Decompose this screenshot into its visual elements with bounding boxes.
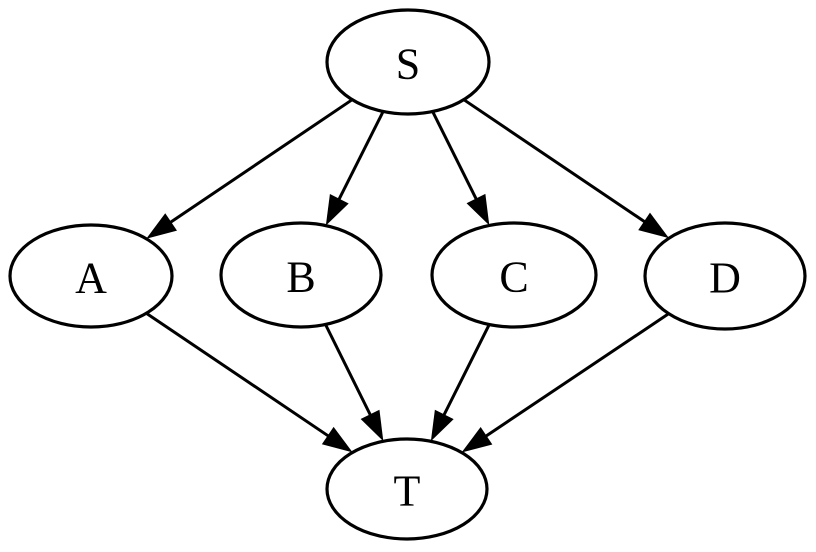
edge-S-D <box>462 98 669 239</box>
edge-arrowhead <box>325 194 349 226</box>
node-label: B <box>286 252 315 301</box>
node-shape <box>8 223 174 329</box>
node-S: S <box>325 8 491 116</box>
node-label: A <box>75 253 107 302</box>
edge-line <box>168 98 354 225</box>
edge-arrowhead <box>360 409 384 442</box>
node-T: T <box>325 437 489 541</box>
edge-arrowhead <box>321 426 353 453</box>
node-label: C <box>499 252 528 301</box>
edge-S-A <box>146 98 354 239</box>
node-C: C <box>430 221 598 329</box>
node-B: B <box>219 221 383 329</box>
node-D: D <box>643 221 807 331</box>
edge-D-T <box>461 312 670 453</box>
node-shape <box>219 221 383 329</box>
node-shape <box>325 437 489 541</box>
edge-line <box>484 312 670 439</box>
edge-S-B <box>325 110 385 226</box>
edge-C-T <box>430 323 491 442</box>
edge-line <box>337 110 385 202</box>
edge-arrowhead <box>461 427 493 453</box>
edge-line <box>431 110 479 202</box>
node-A: A <box>8 223 174 329</box>
edge-line <box>324 323 373 417</box>
edge-line <box>462 98 647 224</box>
edge-arrowhead <box>638 212 669 239</box>
edge-arrowhead <box>146 213 177 239</box>
node-label: T <box>394 466 421 515</box>
edge-arrowhead <box>430 409 454 442</box>
edge-S-C <box>431 110 490 226</box>
node-shape <box>643 221 807 331</box>
edge-arrowhead <box>466 193 490 226</box>
edge-B-T <box>324 323 384 442</box>
edge-A-T <box>145 312 353 453</box>
node-label: S <box>396 39 420 88</box>
edge-line <box>145 312 331 438</box>
node-label: D <box>709 253 741 302</box>
node-shape <box>325 8 491 116</box>
node-shape <box>430 221 598 329</box>
edge-line <box>442 323 491 417</box>
